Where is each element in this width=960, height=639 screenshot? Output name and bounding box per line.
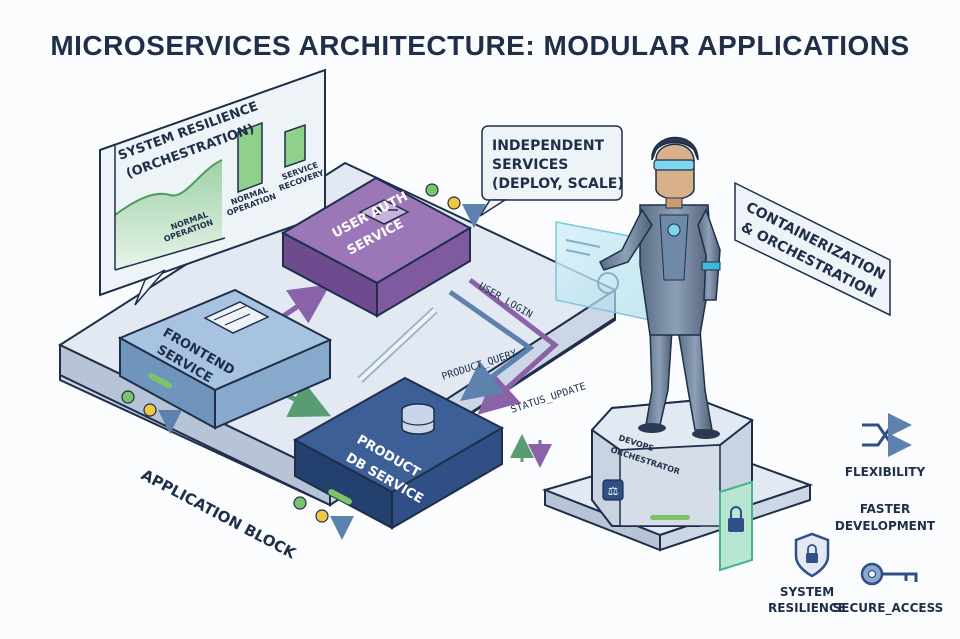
database-icon [401, 403, 435, 435]
visor-glasses [653, 159, 695, 171]
scale-icon [602, 479, 624, 501]
status-lights-db [293, 496, 354, 540]
frontend-status-bar [148, 373, 172, 389]
product-db-service-block[interactable] [292, 376, 505, 530]
independent-line1: INDEPENDENT [492, 138, 605, 154]
pedestal-status-bar [650, 515, 690, 520]
independent-line3: (DEPLOY, SCALE) [492, 176, 624, 192]
db-status-bar [328, 489, 352, 505]
feature-faster-line2: DEVELOPMENT [835, 519, 936, 533]
bar-service-recovery [284, 123, 306, 169]
bar-normal-operation [237, 121, 263, 194]
feature-resilience-line2: RESILIENCE [768, 601, 846, 615]
feature-faster-line1: FASTER [860, 502, 910, 516]
id-badge-icon [358, 199, 410, 225]
containerization-callout [734, 181, 891, 317]
feature-flexibility: FLEXIBILITY [845, 465, 926, 479]
user-auth-service-block[interactable] [280, 176, 473, 318]
page-title: MICROSERVICES ARCHITECTURE: MODULAR APPL… [50, 30, 909, 61]
status-lights-auth [425, 183, 486, 228]
independent-line2: SERVICES [492, 157, 568, 173]
key-icon [860, 562, 918, 586]
system-resilience-panel [99, 68, 326, 306]
flow-status-update: STATUS_UPDATE [510, 381, 588, 416]
svg-text:⚖: ⚖ [608, 484, 619, 498]
resilience-chart-area [115, 160, 222, 270]
feature-resilience-line1: SYSTEM [780, 585, 834, 599]
resilience-chart-line [114, 159, 223, 216]
flow-arrows [278, 278, 559, 468]
secure-lock-panel[interactable] [719, 480, 753, 572]
browser-window-icon [203, 301, 270, 334]
frontend-service-block[interactable] [117, 288, 333, 430]
shield-lock-icon [794, 532, 830, 578]
independent-services-callout [479, 125, 623, 217]
status-lights-frontend [121, 390, 182, 434]
devops-engineer-figure [599, 136, 721, 439]
shuffle-icon [862, 413, 912, 457]
feature-secure-access: SECURE_ACCESS [833, 601, 944, 616]
